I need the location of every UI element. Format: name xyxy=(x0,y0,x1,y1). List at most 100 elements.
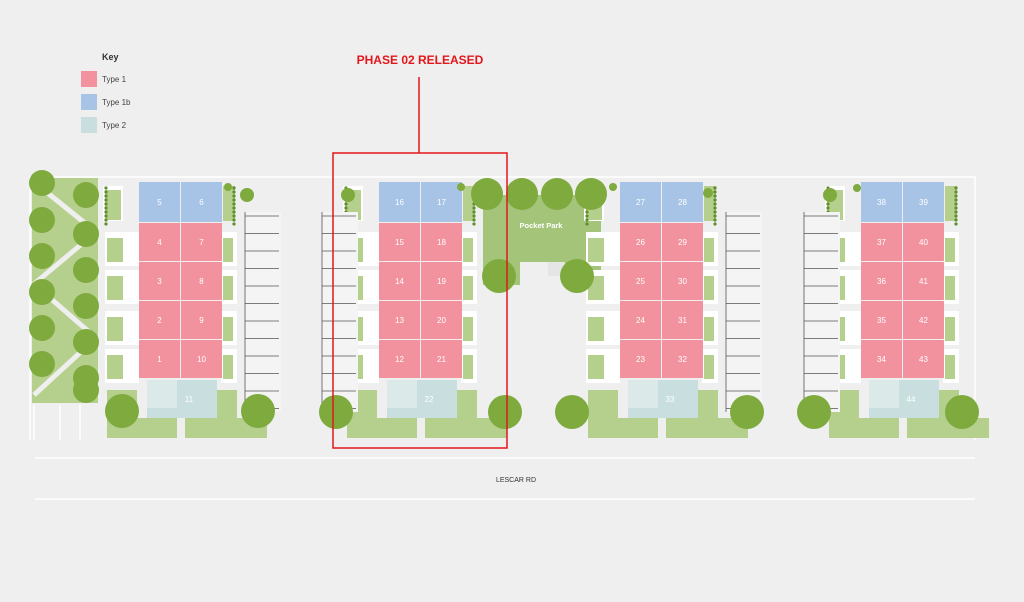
tree xyxy=(319,395,353,429)
garden-lawn xyxy=(223,355,233,379)
hedge-shrub xyxy=(344,206,348,210)
unit-type1[interactable] xyxy=(861,223,902,261)
unit-type1b[interactable] xyxy=(139,182,180,222)
hedge-shrub xyxy=(232,214,236,218)
unit-type1[interactable] xyxy=(620,223,661,261)
unit-type1[interactable] xyxy=(139,301,180,339)
unit-type1[interactable] xyxy=(139,262,180,300)
hedge-shrub xyxy=(472,214,476,218)
tree xyxy=(482,259,516,293)
unit-type1[interactable] xyxy=(662,340,703,378)
garden-lawn xyxy=(463,317,473,341)
unit-type1[interactable] xyxy=(421,262,462,300)
legend-label-type2: Type 2 xyxy=(102,121,127,130)
unit-type1[interactable] xyxy=(662,262,703,300)
hedge-shrub xyxy=(232,218,236,222)
unit-type1[interactable] xyxy=(662,223,703,261)
front-lawn xyxy=(588,418,658,438)
unit-type2-porch xyxy=(387,380,417,408)
unit-number: 12 xyxy=(395,355,404,364)
garden-lawn xyxy=(223,238,233,262)
unit-type1[interactable] xyxy=(861,262,902,300)
road: LESCAR RD xyxy=(35,457,975,500)
garden-lawn xyxy=(107,276,123,300)
unit-type1b[interactable] xyxy=(421,182,462,222)
unit-type1[interactable] xyxy=(903,301,944,339)
unit-type1[interactable] xyxy=(379,301,420,339)
unit-type1[interactable] xyxy=(421,223,462,261)
unit-type1b[interactable] xyxy=(181,182,222,222)
unit-type1b[interactable] xyxy=(620,182,661,222)
unit-number: 40 xyxy=(919,238,928,247)
hedge-shrub xyxy=(954,202,958,206)
tree xyxy=(73,221,99,247)
front-lawn xyxy=(666,418,748,438)
unit-type1[interactable] xyxy=(620,301,661,339)
hedge-shrub xyxy=(104,210,108,214)
unit-number: 8 xyxy=(199,277,204,286)
garden-lawn xyxy=(945,317,955,341)
unit-type1[interactable] xyxy=(421,340,462,378)
hedge-shrub xyxy=(954,210,958,214)
hedge-shrub xyxy=(585,218,589,222)
parking-area xyxy=(245,212,281,412)
unit-type1[interactable] xyxy=(379,262,420,300)
unit-type1[interactable] xyxy=(662,301,703,339)
unit-type1[interactable] xyxy=(181,301,222,339)
legend-label-type1b: Type 1b xyxy=(102,98,131,107)
trees xyxy=(29,170,979,429)
hedge-shrub xyxy=(713,214,717,218)
garden-lawn xyxy=(704,238,714,262)
unit-type1b[interactable] xyxy=(903,182,944,222)
legend-swatch-type1 xyxy=(81,71,97,87)
hedge-shrub xyxy=(232,222,236,226)
unit-type1b[interactable] xyxy=(379,182,420,222)
hedge-shrub xyxy=(713,194,717,198)
legend: Key Type 1 Type 1b Type 2 xyxy=(81,52,131,133)
unit-type1[interactable] xyxy=(620,340,661,378)
parking-area xyxy=(322,212,358,412)
unit-type1[interactable] xyxy=(181,340,222,378)
tree xyxy=(29,243,55,269)
unit-number: 41 xyxy=(919,277,928,286)
hedge-shrub xyxy=(713,222,717,226)
tree xyxy=(29,170,55,196)
unit-type1b[interactable] xyxy=(861,182,902,222)
unit-type1[interactable] xyxy=(903,223,944,261)
hedge-shrub xyxy=(472,222,476,226)
hedge-shrub xyxy=(104,222,108,226)
unit-type1[interactable] xyxy=(421,301,462,339)
unit-type1[interactable] xyxy=(379,340,420,378)
unit-number: 2 xyxy=(157,316,162,325)
hedge-shrub xyxy=(954,186,958,190)
garden-lawn xyxy=(945,238,955,262)
front-lawn xyxy=(829,418,899,438)
unit-number: 19 xyxy=(437,277,446,286)
side-lawn xyxy=(588,390,618,418)
unit-type1[interactable] xyxy=(903,340,944,378)
unit-type1[interactable] xyxy=(861,301,902,339)
unit-type1[interactable] xyxy=(620,262,661,300)
unit-type1[interactable] xyxy=(181,223,222,261)
tree xyxy=(29,207,55,233)
unit-type1[interactable] xyxy=(139,223,180,261)
unit-type1b[interactable] xyxy=(662,182,703,222)
unit-type1[interactable] xyxy=(379,223,420,261)
tree xyxy=(240,188,254,202)
hedge-shrub xyxy=(104,202,108,206)
unit-number: 11 xyxy=(185,395,194,404)
legend-swatch-type2 xyxy=(81,117,97,133)
hedge-shrub xyxy=(713,202,717,206)
tree xyxy=(797,395,831,429)
hedge-shrub xyxy=(104,186,108,190)
unit-type1[interactable] xyxy=(861,340,902,378)
unit-number: 16 xyxy=(395,198,404,207)
unit-type1[interactable] xyxy=(903,262,944,300)
unit-type1[interactable] xyxy=(139,340,180,378)
unit-number: 4 xyxy=(157,238,162,247)
unit-type1[interactable] xyxy=(181,262,222,300)
